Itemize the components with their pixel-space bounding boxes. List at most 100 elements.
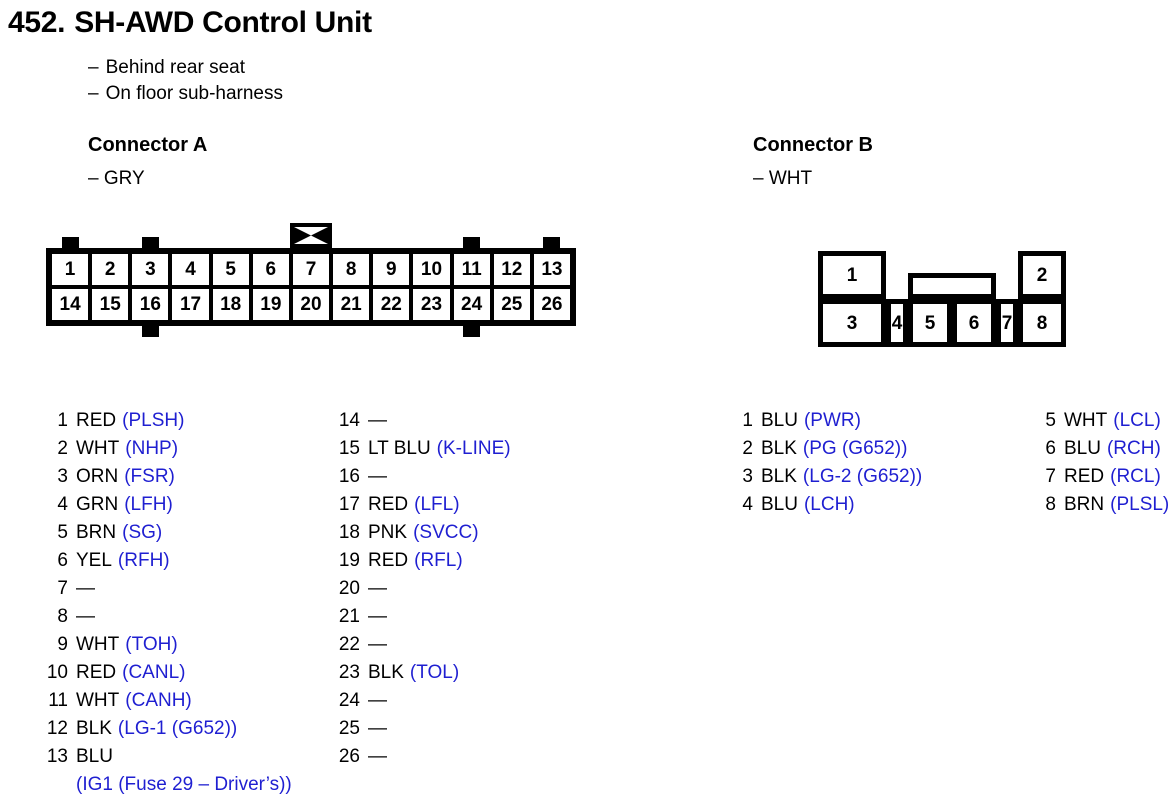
note-dash: – [88,57,99,78]
connector-a-pin-signal-name: (PLSH) [122,410,185,431]
connector-b-pin-cell-4-label: 4 [891,304,903,342]
note-dash: – [88,83,99,104]
connector-a-pin-cell-15: 15 [92,289,129,320]
connector-b-pin-signal-name: (PG (G652)) [802,438,908,459]
connector-a-top-tab-pin-1 [61,237,79,250]
connector-a-pin-number: 6 [57,550,68,571]
connector-a-pin-number: 20 [338,578,360,599]
connector-a-pin-wire-color: WHT [76,438,120,459]
connector-b-pin-cell-2: 2 [1018,251,1066,299]
page-title: 452.SH-AWD Control Unit [8,6,372,40]
connector-a-pin-number: 10 [46,662,68,683]
connector-a-pin-cell-6: 6 [252,254,289,285]
connector-a-pin-row-16: 16 — [334,466,511,494]
connector-b-pin-cell-5: 5 [908,299,952,347]
connector-b-pin-wire-color: BRN [1064,494,1105,515]
connector-a-pin-cell-4: 4 [172,254,209,285]
connector-b-pin-wire-color: BLU [761,410,798,431]
connector-a-pin-wire-color: — [368,410,387,431]
connector-b-pin-signal-name: (RCL) [1110,466,1161,487]
connector-a-pin-wire-color: RED [76,662,117,683]
connector-a-pin-row-7: 7— [42,578,292,606]
note-line: –Behind rear seat [88,55,283,81]
connector-a-pin-signal-name: (TOL) [409,662,460,683]
page-title-number: 452. [8,6,66,39]
connector-a-pin-row-8: 8— [42,606,292,634]
connector-a-pin-row-22: 22— [334,634,511,662]
connector-b-pin-number: 6 [1045,438,1056,459]
connector-b-pin-number: 7 [1045,466,1056,487]
connector-a-pin-cell-17: 17 [172,289,209,320]
connector-a-pin-wire-color: ORN [76,466,119,487]
connector-a-pin-wire-color: WHT [76,690,120,711]
connector-a-pin-number: 2 [57,438,68,459]
connector-a-pin-number: 25 [338,718,360,739]
connector-b-pin-cell-7: 7 [996,299,1018,347]
connector-a-pin-cell-21: 21 [333,289,370,320]
connector-a-pin-wire-color: BLK [76,718,112,739]
connector-a-pin-number: 16 [338,466,360,487]
connector-a-pin-number: 17 [338,494,360,515]
connector-b-pin-wire-color: BLK [761,466,797,487]
connector-a-pin-signal-name: (FSR) [124,466,175,487]
connector-a-pin-number: 9 [57,634,68,655]
connector-b-pin-signal-name: (PWR) [803,410,861,431]
connector-a-pin-row-2: 2 WHT(NHP) [42,438,292,466]
connector-a-pin-number: 8 [57,606,68,627]
connector-a-pin-row-14: 14— [334,410,511,438]
connector-a-pin-cell-8: 8 [333,254,370,285]
connector-b-notch-box [908,273,996,299]
connector-a-pin-signal-name: (SVCC) [413,522,479,543]
connector-a-keying-box-icon [290,223,332,248]
connector-a-pin-row-26: 26— [334,746,511,774]
connector-a-pin-number: 18 [338,522,360,543]
connector-b-pin-number: 4 [742,494,753,515]
header-notes: –Behind rear seat –On floor sub-harness [88,55,283,107]
connector-b-pin-wire-color: BLU [761,494,798,515]
connector-a-pin-signal-name: (CANH) [125,690,192,711]
connector-b-pin-cell-8: 8 [1018,299,1066,347]
connector-b-pin-cell-8-label: 8 [1023,304,1061,342]
connector-b-notch-box-label [913,278,991,294]
connector-a-pin-wire-color: — [368,466,387,487]
connector-a-pin-wire-color: RED [368,550,409,571]
connector-a-pin-cell-12: 12 [493,254,530,285]
connector-b-pin-number: 3 [742,466,753,487]
connector-a-pin-row-24: 24— [334,690,511,718]
connector-a-pin-wire-color: — [368,718,387,739]
connector-a-pin-signal-name-continued: (IG1 (Fuse 29 – Driver’s)) [76,774,292,795]
connector-a-pin-wire-color: — [368,634,387,655]
connector-a-pin-cell-7: 7 [292,254,330,285]
connector-a-pin-row-21: 21— [334,606,511,634]
connector-a-pin-number: 7 [57,578,68,599]
connector-a-top-tab-pin-13 [543,237,561,250]
connector-b-pin-cell-2-label: 2 [1023,256,1061,294]
connector-b-pin-wire-color: WHT [1064,410,1108,431]
connector-a-pin-row-20: 20— [334,578,511,606]
connector-a-pin-cell-3: 3 [132,254,169,285]
connector-a-pin-cell-16: 16 [132,289,169,320]
connector-a-pin-number: 11 [48,690,68,711]
connector-b-pin-cell-6-label: 6 [957,304,991,342]
connector-a-pin-number: 12 [46,718,68,739]
connector-a-pin-signal-name: (K-LINE) [436,438,511,459]
connector-b-pin-cell-4: 4 [886,299,908,347]
connector-a-pin-signal-name: (NHP) [125,438,179,459]
connector-a-pin-number: 1 [57,410,68,431]
connector-a-pin-number: 4 [57,494,68,515]
connector-a-pin-cell-26: 26 [533,289,570,320]
connector-a-pin-number: 3 [57,466,68,487]
connector-a-pin-cell-19: 19 [252,289,289,320]
